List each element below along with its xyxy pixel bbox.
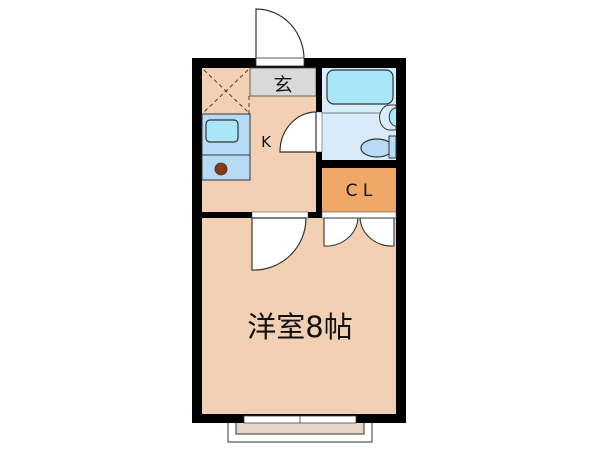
bathtub-icon: [326, 69, 394, 105]
kitchen-counter: [201, 113, 251, 181]
closet-label: C L: [346, 181, 373, 201]
entrance-door: [255, 8, 305, 61]
entrance-label: 玄: [273, 74, 292, 96]
bathroom-door: [279, 111, 317, 153]
western-room-label: 洋室8帖: [247, 310, 352, 344]
room-door: [251, 217, 307, 271]
closet-door-left: [323, 217, 359, 247]
toilet-icon: [360, 138, 394, 158]
refrigerator-space: [203, 69, 250, 114]
entrance-area: [249, 67, 317, 97]
kitchen-label: K: [261, 133, 272, 151]
stove-burner-icon: [214, 162, 228, 176]
washbasin-icon: [388, 107, 397, 127]
closet: [322, 168, 396, 212]
western-room-floor: [202, 218, 396, 414]
closet-door-right: [359, 217, 395, 247]
sink-icon: [205, 119, 239, 143]
